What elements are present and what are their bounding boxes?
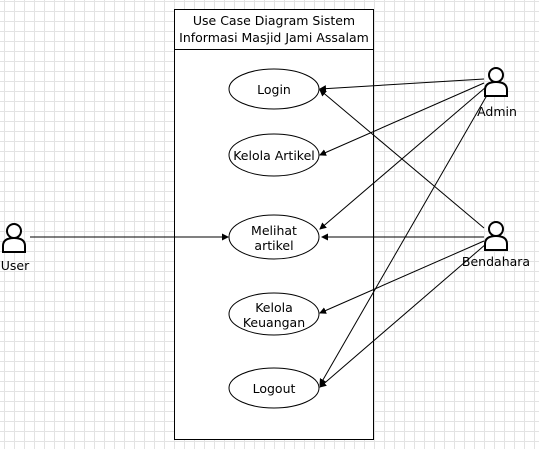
admin-actor-icon: [484, 67, 508, 97]
use-case-kelola-keuangan-label-line-2: Keuangan: [243, 315, 305, 330]
use-case-melihat-artikel: Melihat artikel: [228, 214, 320, 260]
actor-admin-label: Admin: [477, 104, 517, 119]
association-bendahara-kelola-keuangan: [319, 240, 485, 314]
use-case-logout: Logout: [228, 367, 320, 409]
use-case-login: Login: [228, 68, 320, 110]
system-title-line-1: Use Case Diagram Sistem: [193, 13, 355, 28]
system-title-line-2: Informasi Masjid Jami Assalam: [179, 30, 369, 45]
association-admin-login: [319, 78, 485, 93]
bendahara-actor-icon: [484, 221, 508, 251]
actor-user-label: User: [1, 258, 30, 273]
use-case-logout-label: Logout: [253, 381, 296, 396]
use-case-kelola-artikel: Kelola Artikel: [228, 133, 320, 177]
use-case-kelola-keuangan-label-line-1: Kelola: [255, 300, 293, 315]
association-bendahara-logout: [319, 243, 487, 388]
actor-bendahara-label: Bendahara: [462, 254, 530, 269]
use-case-melihat-artikel-label-line-2: artikel: [254, 238, 293, 253]
use-case-login-label: Login: [257, 82, 291, 97]
actor-bendahara: Bendahara: [462, 221, 530, 269]
actor-admin: Admin: [477, 67, 517, 119]
use-case-kelola-artikel-label: Kelola Artikel: [233, 148, 315, 163]
use-case-melihat-artikel-label-line-1: Melihat: [251, 223, 297, 238]
association-lines: [30, 78, 491, 388]
user-actor-icon: [2, 223, 26, 253]
association-admin-kelola-artikel: [319, 82, 485, 156]
use-case-kelola-keuangan: Kelola Keuangan: [228, 292, 320, 336]
association-admin-melihat-artikel: [319, 86, 487, 230]
association-bendahara-login: [319, 89, 485, 229]
actor-user: User: [1, 223, 30, 273]
